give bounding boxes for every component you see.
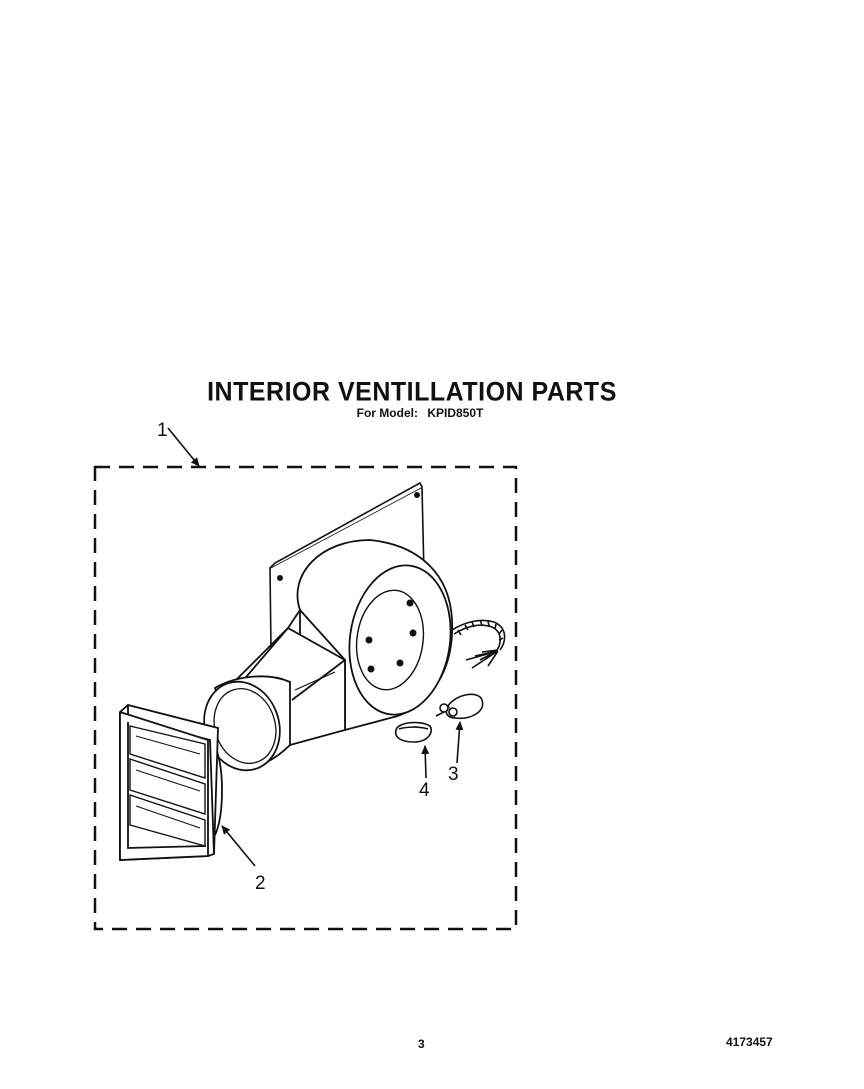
callout-1-label: 1 [157,420,168,441]
capacitor [435,693,484,720]
callout-1: 1 [157,420,200,467]
page-number: 3 [418,1037,425,1051]
callout-2-label: 2 [255,873,266,894]
power-cord [451,619,506,669]
callout-3: 3 [448,721,464,785]
blower-housing [296,539,453,732]
model-number: KPID850T [427,406,484,420]
callout-4-label: 4 [419,780,430,801]
kit-boundary-box [93,465,518,931]
model-label: For Model: [356,406,418,420]
document-number: 4173457 [726,1035,773,1049]
wall-cap-louvers [119,704,223,861]
model-subtitle: For Model: KPID850T [0,406,840,420]
callout-2: 2 [221,825,266,894]
page-title: INTERIOR VENTILLATION PARTS [207,376,617,408]
callout-3-label: 3 [448,764,459,785]
callout-4: 4 [419,745,430,801]
connector-cap [394,721,432,743]
